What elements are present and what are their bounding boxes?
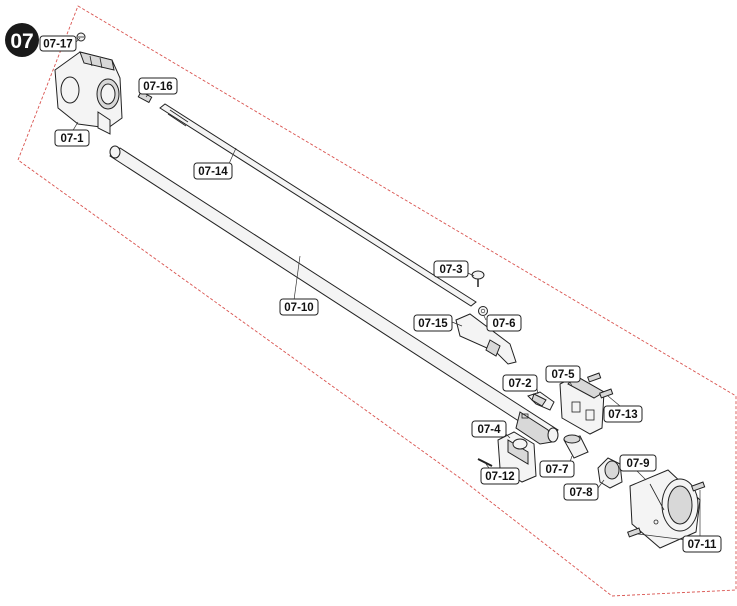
callout-07-12-text: 07-12 bbox=[485, 471, 514, 483]
callout-07-2-text: 07-2 bbox=[508, 378, 531, 390]
callout-07-17-text: 07-17 bbox=[43, 39, 72, 51]
callout-07-3-text: 07-3 bbox=[439, 264, 462, 276]
part-07-12-pin bbox=[477, 458, 493, 467]
callout-07-4-text: 07-4 bbox=[477, 424, 501, 436]
callout-07-14: 07-14 bbox=[193, 162, 233, 180]
callout-07-4: 07-4 bbox=[471, 420, 507, 438]
part-07-6-washer bbox=[478, 306, 488, 316]
part-07-3-screw bbox=[471, 270, 485, 287]
callout-07-2: 07-2 bbox=[502, 374, 538, 392]
part-07-10-barrel bbox=[109, 145, 559, 445]
group-badge-text: 07 bbox=[10, 30, 33, 53]
callout-07-11: 07-11 bbox=[682, 535, 722, 553]
callout-07-3: 07-3 bbox=[433, 260, 469, 278]
callout-07-5: 07-5 bbox=[545, 365, 581, 383]
callout-07-6-text: 07-6 bbox=[492, 318, 515, 330]
part-07-17-screw bbox=[76, 32, 86, 42]
callout-07-17: 07-17 bbox=[39, 35, 77, 52]
part-07-7-bucking bbox=[563, 434, 589, 459]
part-07-2-clip bbox=[527, 391, 555, 411]
part-07-11-screws bbox=[627, 481, 706, 538]
callout-07-15-text: 07-15 bbox=[418, 318, 448, 330]
callout-07-10-text: 07-10 bbox=[284, 302, 313, 314]
part-07-5-chamber-top bbox=[559, 375, 605, 435]
callout-07-13: 07-13 bbox=[603, 405, 643, 423]
callout-07-13-text: 07-13 bbox=[608, 409, 637, 421]
callout-07-9-text: 07-9 bbox=[626, 458, 649, 470]
part-07-1-front-block bbox=[54, 51, 123, 135]
callout-07-1-text: 07-1 bbox=[60, 133, 84, 145]
part-07-15-hop-arm bbox=[455, 313, 517, 365]
callout-07-12: 07-12 bbox=[480, 467, 520, 485]
group-boundary bbox=[17, 5, 737, 597]
callout-07-7: 07-7 bbox=[539, 460, 575, 478]
part-07-9-sleeve bbox=[629, 469, 701, 549]
callout-07-8-text: 07-8 bbox=[569, 487, 593, 499]
callout-07-1: 07-1 bbox=[54, 129, 90, 147]
callout-07-14-text: 07-14 bbox=[198, 166, 228, 178]
callout-07-15: 07-15 bbox=[413, 314, 453, 332]
callout-07-16-text: 07-16 bbox=[143, 81, 172, 93]
callout-07-16: 07-16 bbox=[138, 77, 178, 95]
callout-07-6: 07-6 bbox=[486, 314, 522, 332]
callout-07-10: 07-10 bbox=[279, 298, 319, 316]
part-07-13-screws bbox=[587, 372, 614, 399]
callout-07-7-text: 07-7 bbox=[545, 464, 568, 476]
part-07-14-rod bbox=[159, 103, 477, 307]
callout-07-5-text: 07-5 bbox=[551, 369, 575, 381]
callout-07-8: 07-8 bbox=[563, 483, 599, 501]
group-badge: 07 bbox=[5, 23, 39, 57]
callout-07-9: 07-9 bbox=[619, 454, 657, 472]
callout-07-11-text: 07-11 bbox=[688, 539, 717, 551]
